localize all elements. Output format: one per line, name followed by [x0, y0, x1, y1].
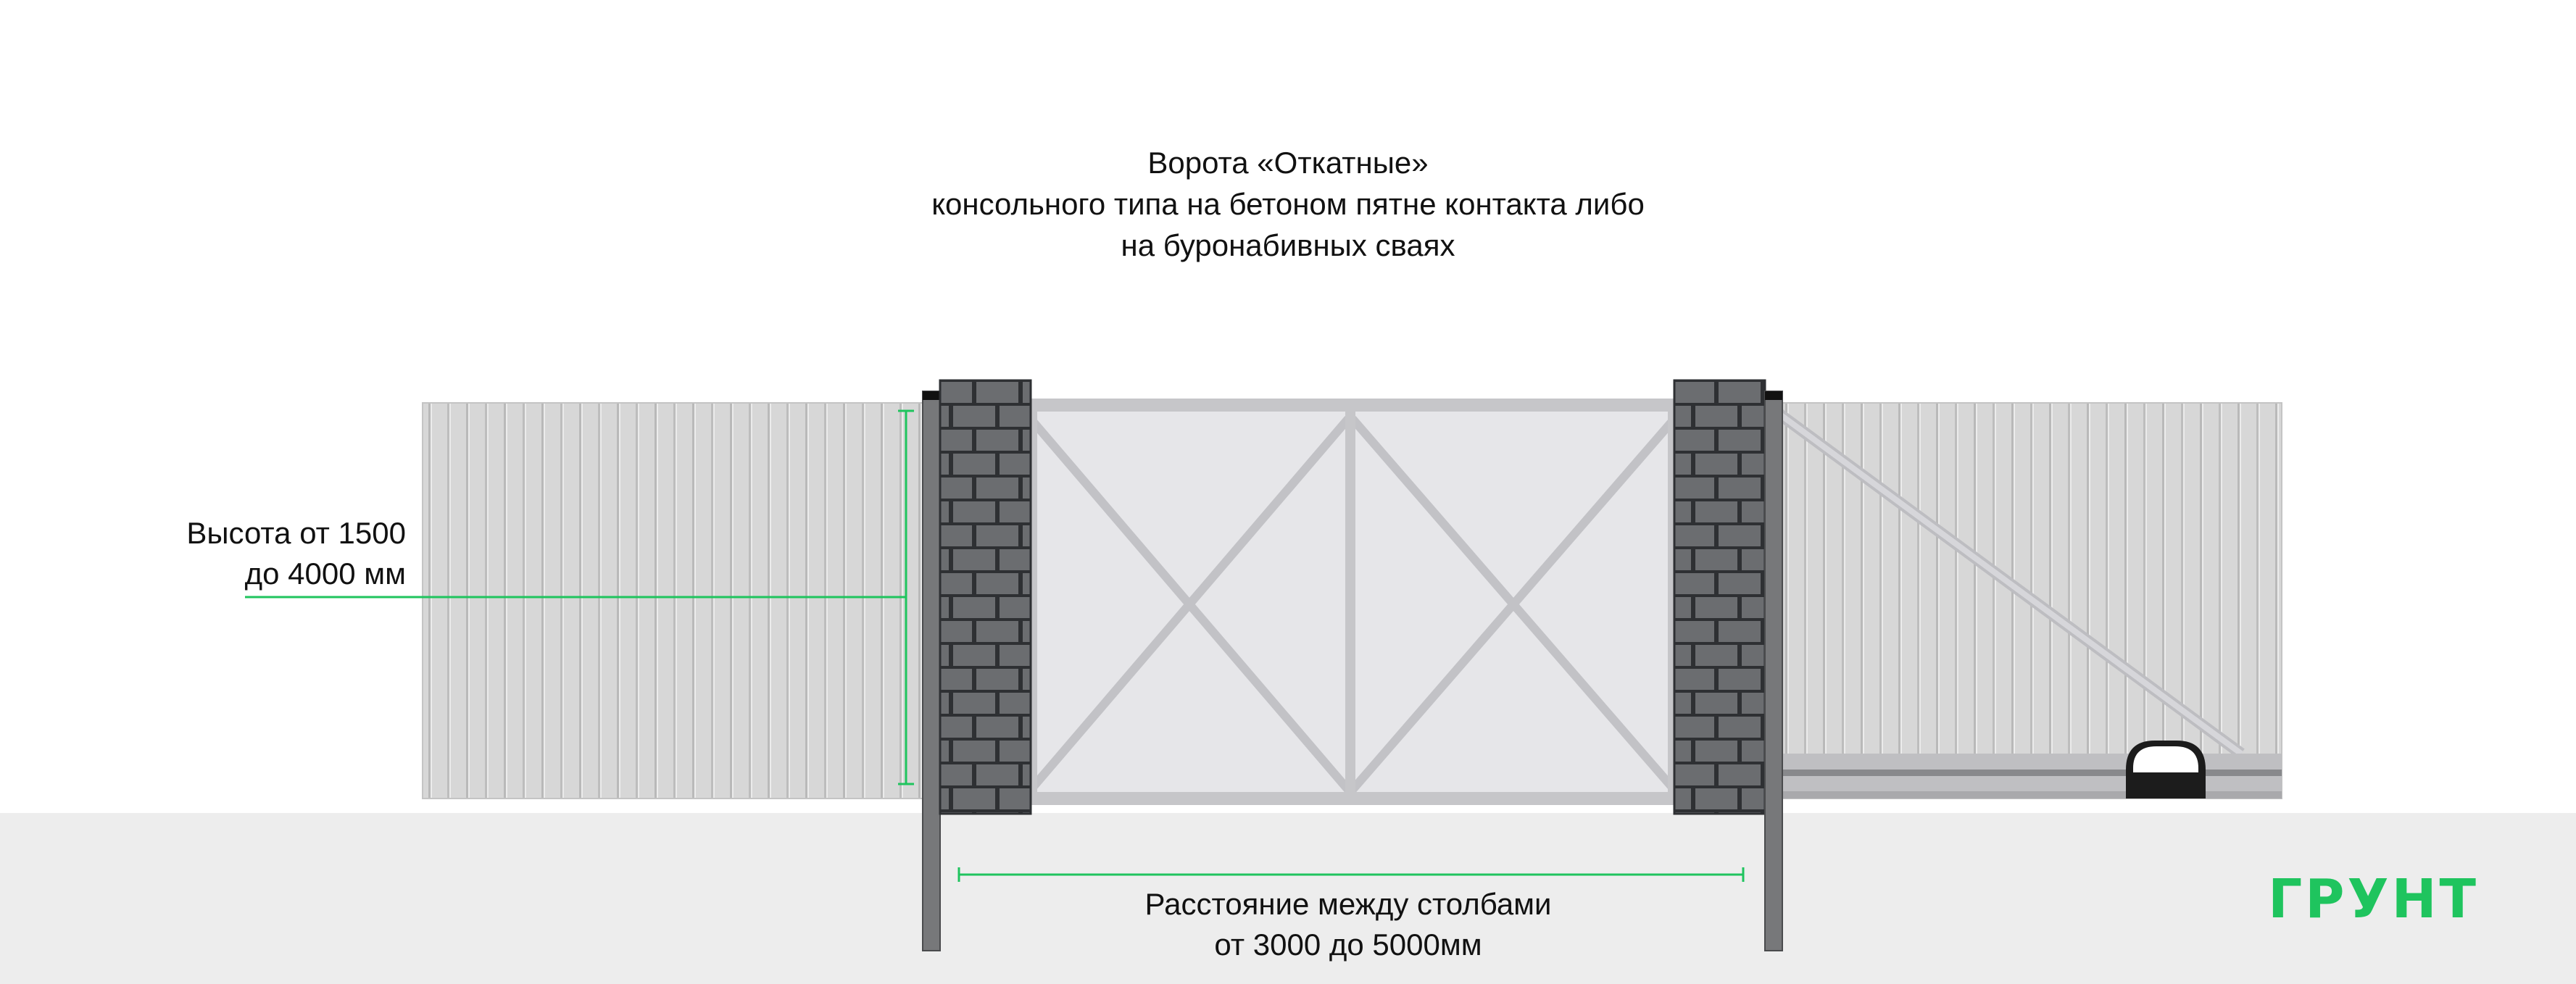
title-line-1: Ворота «Откатные»	[1147, 146, 1429, 180]
distance-dimension	[957, 867, 1745, 882]
height-label-line-2: до 4000 мм	[244, 556, 406, 591]
ground-label: ГРУНТ	[2268, 868, 2479, 930]
left-fence	[422, 402, 927, 799]
left-post	[922, 379, 1032, 951]
diagram-title: Ворота «Откатные» консольного типа на бе…	[0, 142, 2576, 266]
height-label-line-1: Высота от 1500	[186, 516, 406, 550]
ground	[0, 813, 2576, 984]
distance-label: Расстояние между столбами от 3000 до 500…	[986, 884, 1711, 965]
distance-label-line-2: от 3000 до 5000мм	[1214, 927, 1482, 962]
height-label: Высота от 1500 до 4000 мм	[109, 513, 406, 594]
title-line-2: консольного типа на бетоном пятне контак…	[931, 187, 1645, 221]
gate-panel	[1024, 399, 1681, 805]
roller-carriage	[2126, 741, 2206, 799]
title-line-3: на буронабивных сваях	[1121, 228, 1455, 262]
distance-label-line-1: Расстояние между столбами	[1144, 887, 1552, 921]
height-dimension	[245, 409, 914, 785]
right-post	[1673, 379, 1783, 951]
